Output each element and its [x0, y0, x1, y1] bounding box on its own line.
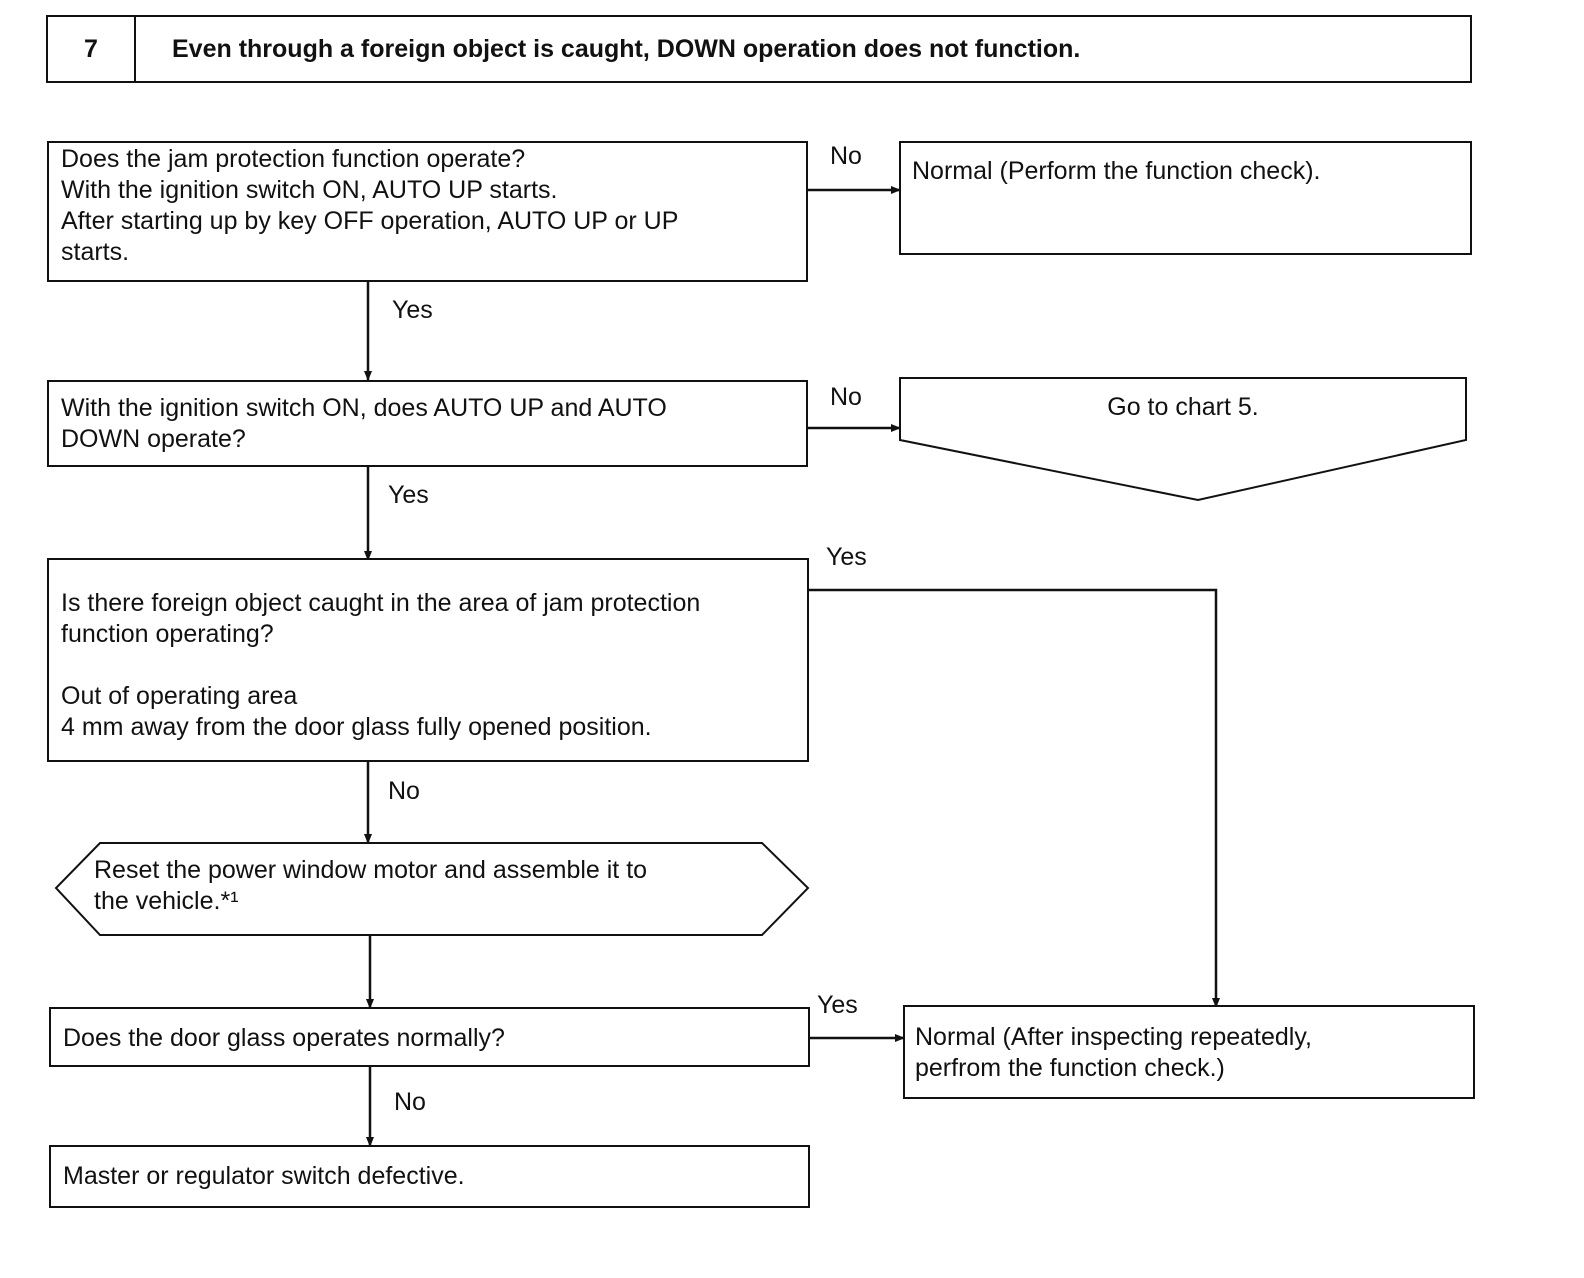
branch-label-glass-no: No: [394, 1088, 426, 1116]
door-glass-check-text: Does the door glass operates normally?: [63, 1024, 505, 1052]
normal-repeat-check-box: [903, 1005, 1475, 1099]
chart-header: 7 Even through a foreign object is caugh…: [46, 15, 1472, 83]
branch-label-auto-yes: Yes: [388, 481, 429, 509]
branch-label-jam-no: No: [830, 142, 862, 170]
auto-up-down-check-box: [47, 380, 808, 467]
branch-label-auto-no: No: [830, 383, 862, 411]
chart-title: Even through a foreign object is caught,…: [172, 35, 1081, 63]
foreign-object-check-text: Is there foreign object caught in the ar…: [61, 589, 701, 741]
foreign-object-check-box: [47, 558, 809, 762]
branch-label-glass-yes: Yes: [817, 991, 858, 1019]
jam-protection-check-box: [47, 141, 808, 282]
go-to-chart-text: Go to chart 5.: [1107, 393, 1259, 421]
auto-up-down-check-text: With the ignition switch ON, does AUTO U…: [61, 394, 667, 453]
branch-label-foreign-yes: Yes: [826, 543, 867, 571]
reset-motor-text: Reset the power window motor and assembl…: [94, 856, 648, 915]
normal-repeat-check-text: Normal (After inspecting repeatedly, per…: [915, 1023, 1312, 1082]
door-glass-check-box: [49, 1007, 810, 1067]
normal-function-check-box: [899, 141, 1472, 255]
branch-label-foreign-no: No: [388, 777, 420, 805]
arrow-foreign-yes: [808, 588, 1220, 1008]
reset-hexagon-shape: [54, 842, 810, 936]
jam-protection-check-text: Does the jam protection function operate…: [61, 145, 679, 266]
branch-label-jam-yes: Yes: [392, 296, 433, 324]
defective-result-box: [49, 1145, 810, 1208]
offpage-connector-shape: [899, 377, 1467, 502]
chart-number: 7: [48, 17, 136, 81]
defective-result-text: Master or regulator switch defective.: [63, 1162, 465, 1190]
normal-function-check-text: Normal (Perform the function check).: [912, 157, 1321, 185]
